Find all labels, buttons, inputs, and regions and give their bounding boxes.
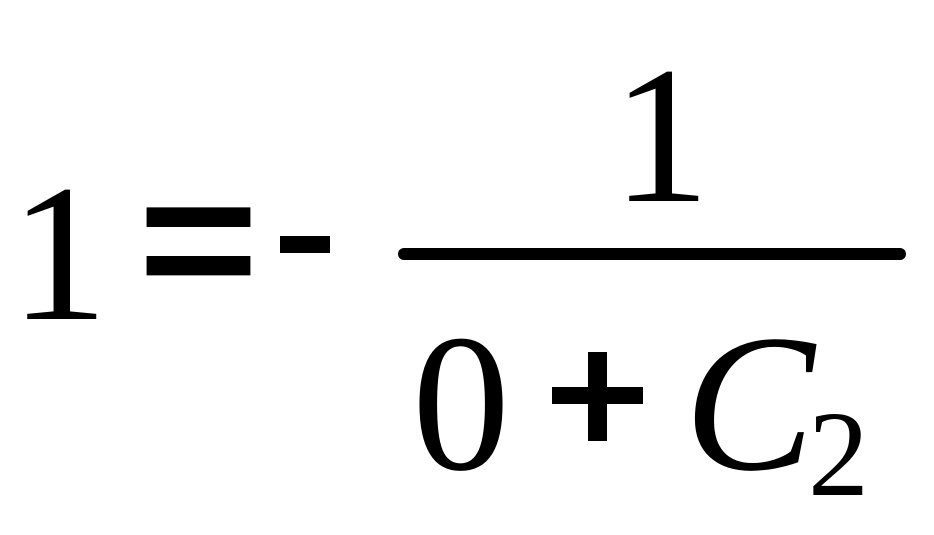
fraction-numerator: 1 — [612, 27, 710, 244]
lhs-value: 1 — [10, 145, 108, 362]
minus-sign — [280, 236, 330, 253]
denominator-variable: C — [684, 295, 815, 512]
denominator-subscript: 2 — [808, 387, 869, 522]
fraction-bar — [398, 248, 906, 260]
equals-sign: = — [138, 139, 259, 340]
plus-sign-vertical — [588, 352, 607, 441]
denominator-first-term: 0 — [412, 295, 510, 512]
